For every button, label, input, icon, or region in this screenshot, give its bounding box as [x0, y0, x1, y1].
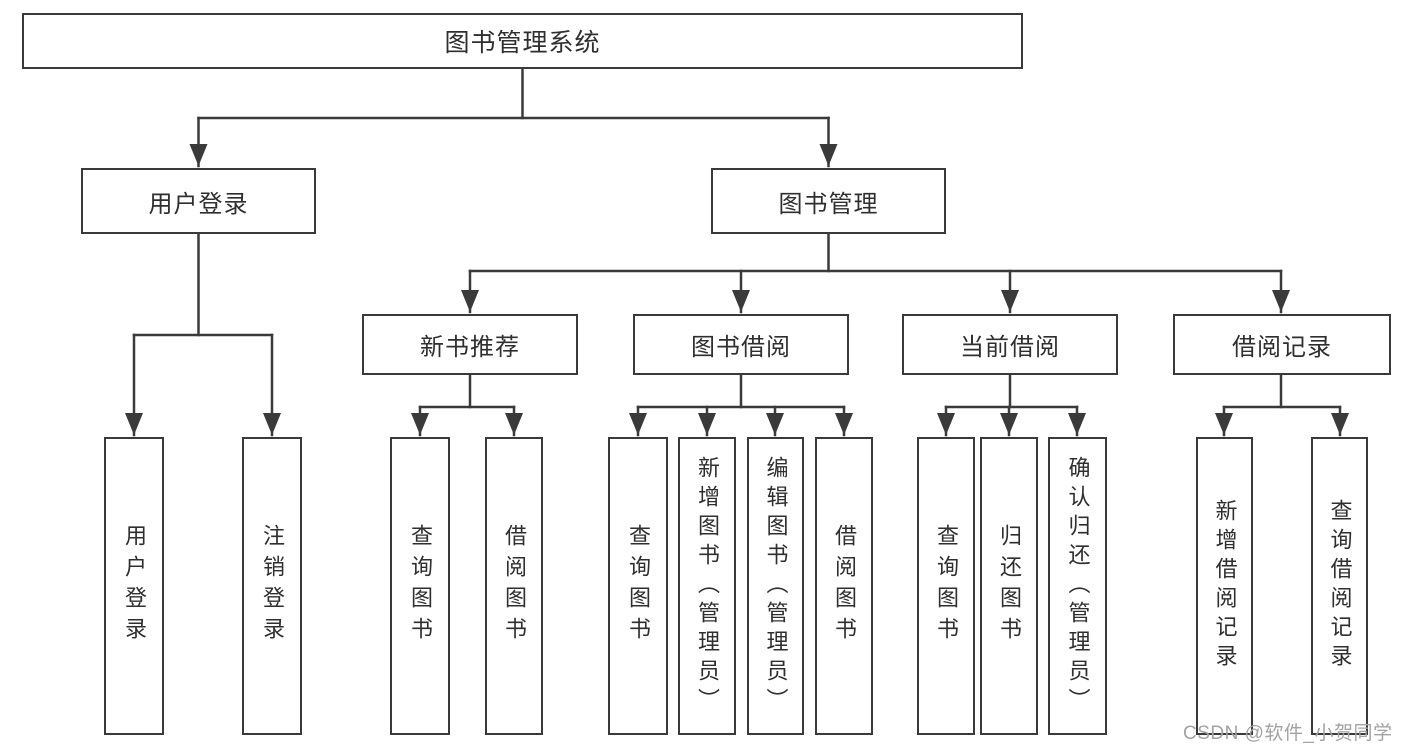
leaf-add-book-admin: 新增图书（管理员） — [678, 437, 736, 735]
leaf-query-book-2-label: 查询图书 — [626, 524, 651, 648]
leaf-edit-book-admin-label: 编辑图书（管理员） — [763, 455, 789, 717]
node-book-management-label: 图书管理 — [778, 190, 879, 218]
leaf-add-borrow-record-label: 新增借阅记录 — [1212, 499, 1238, 673]
leaf-user-login: 用户登录 — [104, 437, 164, 735]
node-new-book-recommend-label: 新书推荐 — [420, 334, 520, 361]
node-current-borrow: 当前借阅 — [902, 314, 1118, 375]
node-root-label: 图书管理系统 — [444, 29, 601, 57]
leaf-query-book-2: 查询图书 — [608, 437, 668, 735]
leaf-query-book-3: 查询图书 — [917, 437, 975, 735]
csdn-watermark: CSDN @软件_小贺同学 — [1183, 723, 1393, 744]
node-book-borrow: 图书借阅 — [633, 314, 849, 375]
leaf-return-book-label: 归还图书 — [997, 524, 1022, 648]
node-borrow-record-label: 借阅记录 — [1232, 334, 1332, 361]
leaf-edit-book-admin: 编辑图书（管理员） — [747, 437, 804, 735]
leaf-logout: 注销登录 — [242, 437, 302, 735]
leaf-borrow-book-2: 借阅图书 — [815, 437, 873, 735]
leaf-logout-label: 注销登录 — [260, 524, 285, 648]
leaf-borrow-book-1-label: 借阅图书 — [502, 524, 527, 648]
leaf-query-book-3-label: 查询图书 — [934, 524, 959, 648]
node-current-borrow-label: 当前借阅 — [960, 334, 1060, 361]
leaf-confirm-return-admin-label: 确认归还（管理员） — [1065, 455, 1091, 717]
node-new-book-recommend: 新书推荐 — [362, 314, 578, 375]
leaf-borrow-book-1: 借阅图书 — [485, 437, 543, 735]
node-user-login-label: 用户登录 — [148, 190, 249, 218]
leaf-query-borrow-record-label: 查询借阅记录 — [1327, 499, 1353, 673]
node-book-management: 图书管理 — [711, 168, 946, 234]
leaf-add-book-admin-label: 新增图书（管理员） — [695, 455, 720, 717]
leaf-confirm-return-admin: 确认归还（管理员） — [1048, 437, 1107, 735]
leaf-user-login-label: 用户登录 — [122, 524, 147, 648]
leaf-query-borrow-record: 查询借阅记录 — [1311, 437, 1368, 735]
node-borrow-record: 借阅记录 — [1173, 314, 1391, 375]
leaf-query-book-1-label: 查询图书 — [408, 524, 433, 648]
leaf-add-borrow-record: 新增借阅记录 — [1196, 437, 1253, 735]
node-user-login: 用户登录 — [81, 168, 316, 234]
leaf-query-book-1: 查询图书 — [390, 437, 450, 735]
node-root: 图书管理系统 — [22, 13, 1023, 69]
leaf-borrow-book-2-label: 借阅图书 — [832, 524, 857, 648]
node-book-borrow-label: 图书借阅 — [691, 334, 791, 361]
leaf-return-book: 归还图书 — [980, 437, 1038, 735]
